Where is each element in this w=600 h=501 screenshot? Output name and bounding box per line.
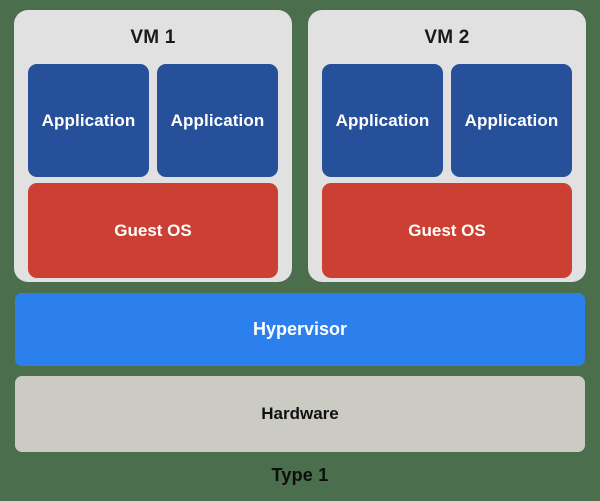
application-label-1-1: Application: [41, 110, 136, 130]
application-row-2: Application Application: [322, 64, 572, 177]
guest-os-box-1: Guest OS: [28, 183, 278, 278]
hypervisor-label: Hypervisor: [252, 319, 348, 339]
hardware-layer: Hardware: [15, 376, 585, 452]
vm-container-1: VM 1 Application Application Guest OS: [14, 10, 292, 282]
application-box-1-1: Application: [28, 64, 149, 177]
application-label-2-2: Application: [464, 110, 559, 130]
hardware-label: Hardware: [261, 404, 339, 423]
application-box-2-2: Application: [451, 64, 572, 177]
vm-container-2: VM 2 Application Application Guest OS: [308, 10, 586, 282]
application-row-1: Application Application: [28, 64, 278, 177]
guest-os-label-2: Guest OS: [408, 220, 486, 240]
application-label-1-2: Application: [170, 110, 265, 130]
vm-title-1: VM 1: [130, 27, 176, 48]
diagram-caption: Type 1: [271, 465, 329, 485]
guest-os-label-1: Guest OS: [114, 220, 192, 240]
application-label-2-1: Application: [335, 110, 430, 130]
application-box-2-1: Application: [322, 64, 443, 177]
hypervisor-layer: Hypervisor: [15, 293, 585, 366]
application-box-1-2: Application: [157, 64, 278, 177]
vm-title-2: VM 2: [424, 27, 470, 48]
guest-os-box-2: Guest OS: [322, 183, 572, 278]
